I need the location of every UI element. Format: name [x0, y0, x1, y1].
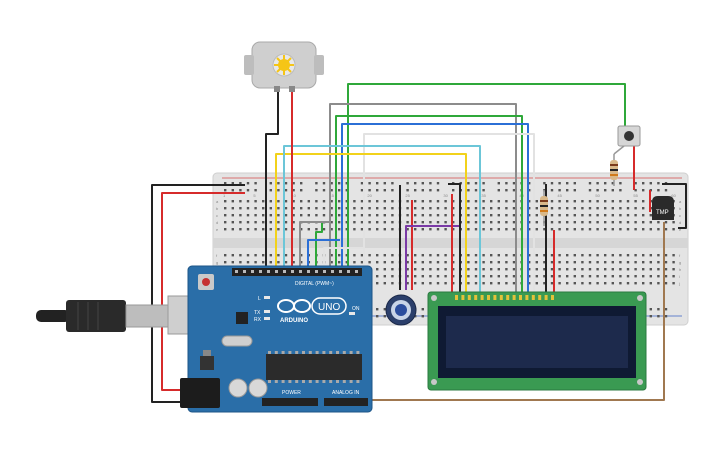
row-letter: b: [679, 206, 682, 211]
wire-blue: [341, 123, 529, 298]
row-letter: c: [216, 213, 218, 218]
column-number: 35: [481, 193, 486, 198]
row-letter: e: [216, 227, 219, 232]
column-number: 1: [223, 193, 226, 198]
wire-gray: [329, 103, 517, 298]
row-letter: d: [216, 220, 218, 225]
rx-label: RX: [254, 317, 262, 323]
lcd-pins: [455, 295, 554, 300]
atmega-chip: [266, 354, 362, 380]
row-letter: a: [679, 199, 682, 204]
resistor-1[interactable]: [540, 190, 548, 226]
analog-header: [324, 398, 368, 406]
temperature-sensor[interactable]: TMP: [652, 196, 674, 220]
wire-gray-2: [299, 221, 330, 272]
row-letter: b: [216, 206, 219, 211]
reset-button-cap: [202, 278, 210, 286]
sensor-label: TMP: [656, 210, 669, 216]
digital-pins: [235, 270, 358, 273]
wire-motor-black: [265, 90, 279, 272]
dc-motor-icon[interactable]: [244, 41, 324, 92]
column-number: 50: [595, 193, 600, 198]
column-number: 60: [671, 193, 676, 198]
row-letter: g: [679, 260, 681, 265]
wire-green-2: [335, 115, 523, 298]
resistor-2[interactable]: [610, 145, 625, 186]
column-number: 20: [367, 193, 372, 198]
row-letter: c: [679, 213, 681, 218]
column-number: 15: [329, 193, 334, 198]
usb-cable-icon[interactable]: [36, 295, 215, 335]
digital-label: DIGITAL (PWM~): [295, 281, 334, 287]
wire-white-2: [323, 247, 364, 272]
model-label: UNO: [318, 302, 340, 313]
wire-yellow: [275, 153, 467, 298]
wire-green-3: [315, 222, 323, 272]
lcd-16x2-display[interactable]: [427, 291, 647, 391]
column-number: 55: [633, 193, 638, 198]
wire-brown-tmp: [370, 222, 665, 401]
led-l-label: L: [258, 296, 261, 302]
column-number: 5: [253, 193, 256, 198]
column-number: 10: [291, 193, 296, 198]
analog-label: ANALOG IN: [332, 390, 360, 396]
wire-black-lcd2: [448, 183, 461, 298]
row-letter: h: [679, 267, 681, 272]
row-letter: g: [216, 260, 218, 265]
tx-label: TX: [254, 310, 261, 316]
push-button[interactable]: [617, 125, 641, 147]
column-number: 45: [557, 193, 562, 198]
arduino-logo: [277, 299, 311, 313]
wire-green-top: [347, 83, 626, 300]
row-letter: d: [679, 220, 681, 225]
arduino-uno-board[interactable]: DIGITAL (PWM~) ARDUINO UNO L TX RX ON: [180, 265, 373, 413]
wire-black-tmp: [662, 183, 687, 229]
row-letter: a: [216, 199, 219, 204]
lcd-screen: [446, 316, 628, 368]
on-label: ON: [352, 306, 360, 312]
power-label: POWER: [282, 390, 301, 396]
wires: [151, 83, 687, 403]
row-letter: i: [679, 274, 680, 279]
row-letter: e: [679, 227, 682, 232]
wire-cyan: [283, 145, 481, 298]
power-header: [262, 398, 318, 406]
column-number: 30: [443, 193, 448, 198]
row-letter: j: [678, 281, 680, 286]
digital-header: [232, 268, 362, 276]
column-number: 25: [405, 193, 410, 198]
wire-black-left: [151, 184, 245, 403]
row-letter: f: [679, 253, 681, 258]
row-letter: f: [216, 253, 218, 258]
power-jack-icon: [180, 378, 220, 408]
potentiometer[interactable]: [385, 294, 417, 326]
wire-blue-2: [307, 239, 340, 272]
wire-white: [363, 133, 535, 298]
brand-label: ARDUINO: [280, 318, 308, 324]
